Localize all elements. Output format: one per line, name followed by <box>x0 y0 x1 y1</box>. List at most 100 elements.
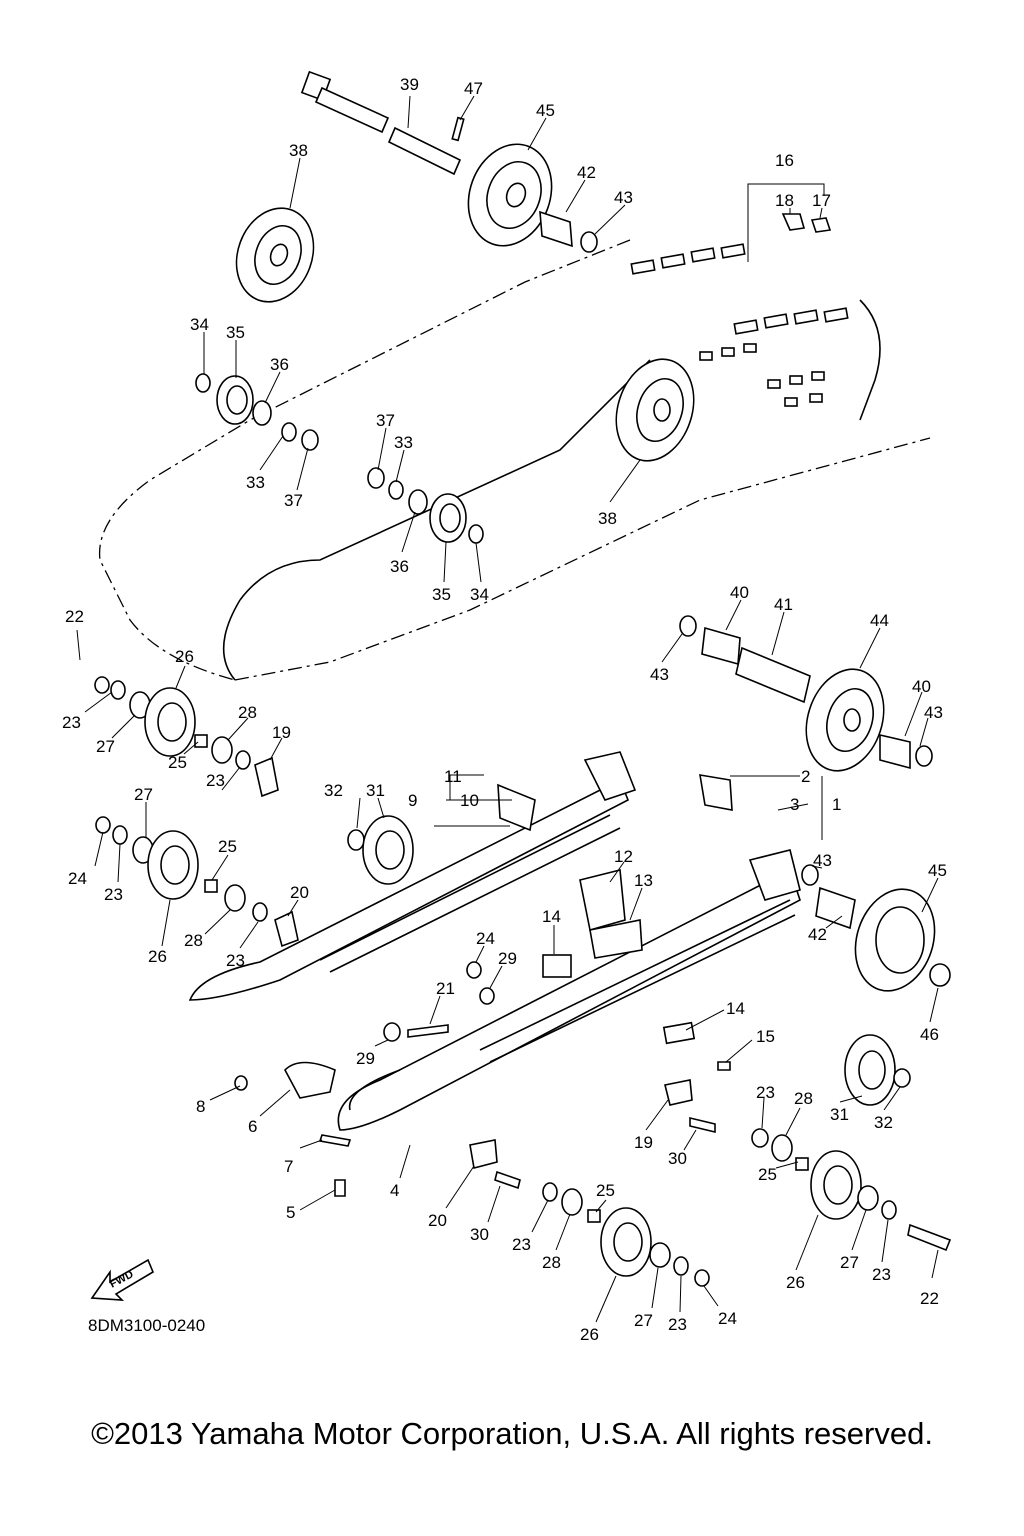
callout: 40 <box>912 677 931 696</box>
front-rail-parts <box>234 1061 352 1197</box>
callout: 14 <box>726 999 745 1018</box>
fasteners-middle <box>383 961 731 1071</box>
pin <box>451 116 465 142</box>
callout: 20 <box>290 883 309 902</box>
callout: 10 <box>460 791 479 810</box>
callout: 28 <box>238 703 257 722</box>
idler-wheel-right-upper <box>844 1034 911 1106</box>
idler-wheel-left-upper <box>94 676 279 798</box>
callout-labels: 39 47 45 38 42 43 16 18 17 34 35 36 37 3… <box>62 75 947 1344</box>
track-belt <box>98 239 931 681</box>
idler-wheel-mid <box>347 815 414 885</box>
callout: 41 <box>774 595 793 614</box>
callout: 30 <box>470 1225 489 1244</box>
callout: 42 <box>808 925 827 944</box>
callout: 7 <box>284 1157 293 1176</box>
callout: 29 <box>356 1049 375 1068</box>
callout: 31 <box>830 1105 849 1124</box>
callout: 30 <box>668 1149 687 1168</box>
callout: 26 <box>148 947 167 966</box>
callout: 19 <box>634 1133 653 1152</box>
callout: 43 <box>614 188 633 207</box>
callout: 23 <box>668 1315 687 1334</box>
callout: 1 <box>832 795 841 814</box>
callout: 8 <box>196 1097 205 1116</box>
callout: 33 <box>246 473 265 492</box>
callout: 42 <box>577 163 596 182</box>
callout: 23 <box>62 713 81 732</box>
callout: 15 <box>756 1027 775 1046</box>
callout: 43 <box>924 703 943 722</box>
callout: 26 <box>580 1325 599 1344</box>
callout: 23 <box>104 885 123 904</box>
callout: 17 <box>812 191 831 210</box>
callout: 25 <box>218 837 237 856</box>
callout: 39 <box>400 75 419 94</box>
callout: 43 <box>813 851 832 870</box>
callout: 25 <box>758 1165 777 1184</box>
callout: 24 <box>476 929 495 948</box>
callout: 25 <box>596 1181 615 1200</box>
idler-wheel-right-lower <box>664 1079 952 1252</box>
track-clips <box>781 213 832 233</box>
callout: 24 <box>718 1309 737 1328</box>
idler-wheel-center <box>615 358 695 462</box>
callout: 37 <box>376 411 395 430</box>
callout: 24 <box>68 869 87 888</box>
idler-wheel-bottom-center <box>469 1139 710 1287</box>
callout: 12 <box>614 847 633 866</box>
sprocket-wheel-upper <box>467 143 553 247</box>
sprocket-wheel-lower <box>801 864 951 992</box>
callout: 23 <box>206 771 225 790</box>
callout: 4 <box>390 1181 399 1200</box>
callout: 9 <box>408 791 417 810</box>
callout: 35 <box>226 323 245 342</box>
callout: 29 <box>498 949 517 968</box>
callout: 28 <box>184 931 203 950</box>
callout: 25 <box>168 753 187 772</box>
callout: 20 <box>428 1211 447 1230</box>
wheel-hub-parts-left <box>195 373 319 451</box>
callout: 32 <box>324 781 343 800</box>
callout: 23 <box>756 1083 775 1102</box>
rear-axle-shaft <box>387 126 462 176</box>
callout: 27 <box>840 1253 859 1272</box>
callout: 19 <box>272 723 291 742</box>
fwd-arrow-icon: FWD <box>90 1258 155 1301</box>
copyright-notice: ©2013 Yamaha Motor Corporation, U.S.A. A… <box>91 1416 933 1451</box>
callout: 5 <box>286 1203 295 1222</box>
callout: 46 <box>920 1025 939 1044</box>
callout: 32 <box>874 1113 893 1132</box>
rail-brackets <box>497 774 733 1045</box>
slide-rail-right <box>337 849 801 1131</box>
callout: 26 <box>175 647 194 666</box>
track-cleats <box>630 243 849 407</box>
callout: 11 <box>444 767 462 786</box>
callout: 23 <box>872 1265 891 1284</box>
rear-axle-bolt <box>300 70 390 134</box>
callout: 38 <box>289 141 308 160</box>
drawing-code: 8DM3100-0240 <box>88 1316 206 1335</box>
collar-upper <box>539 210 598 253</box>
callout: 31 <box>366 781 385 800</box>
callout: 34 <box>470 585 489 604</box>
callout: 44 <box>870 611 889 630</box>
callout: 6 <box>248 1117 257 1136</box>
callout: 36 <box>270 355 289 374</box>
callout: 27 <box>634 1311 653 1330</box>
callout: 36 <box>390 557 409 576</box>
callout: 45 <box>928 861 947 880</box>
leader-lines <box>76 95 939 1323</box>
callout: 43 <box>650 665 669 684</box>
callout: 34 <box>190 315 209 334</box>
callout: 3 <box>790 795 799 814</box>
callout: 28 <box>542 1253 561 1272</box>
callout: 14 <box>542 907 561 926</box>
callout: 38 <box>598 509 617 528</box>
callout: 27 <box>134 785 153 804</box>
callout: 22 <box>920 1289 939 1308</box>
wheel-hub-parts-center <box>367 467 484 544</box>
idler-wheel-left-lower <box>95 816 299 948</box>
callout: 22 <box>65 607 84 626</box>
rear-shaft-group <box>679 615 933 772</box>
